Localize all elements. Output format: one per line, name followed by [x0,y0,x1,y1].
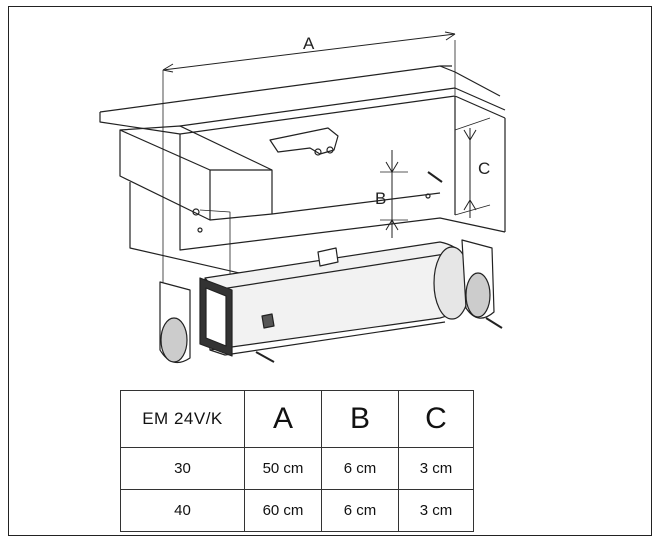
ceiling-bracket [269,127,339,155]
table-header-model: EM 24V/K [120,390,245,448]
table-row: 40 60 cm 6 cm 3 cm [120,489,474,532]
figure-frame [8,6,652,536]
header-rail [179,87,506,127]
table-header-a: A [244,390,322,448]
table-row: 30 50 cm 6 cm 3 cm [120,447,474,490]
table-cell: 30 [120,447,245,490]
back-panel [179,134,506,251]
table-cell: 6 cm [321,447,399,490]
dimension-label-c: C [478,159,491,178]
table-header-row: EM 24V/K A B C [120,390,474,448]
screw-panel [427,171,443,183]
top-board-edge [99,65,452,113]
dimension-label-b: B [375,189,387,208]
table-cell: 3 cm [398,489,474,532]
dimension-label-a: A [303,34,315,53]
table-cell: 60 cm [244,489,322,532]
table-header-b: B [321,390,399,448]
table-cell: 40 [120,489,245,532]
table-cell: 3 cm [398,447,474,490]
table-cell: 6 cm [321,489,399,532]
table-header-c: C [398,390,474,448]
mount-tab [317,247,339,267]
screw-left [255,351,275,363]
table-cell: 50 cm [244,447,322,490]
dimensions-table: EM 24V/K A B C 30 50 cm 6 cm 3 cm 40 60 … [120,390,474,532]
screw-right [485,317,503,329]
dimension-line-a [162,33,456,71]
